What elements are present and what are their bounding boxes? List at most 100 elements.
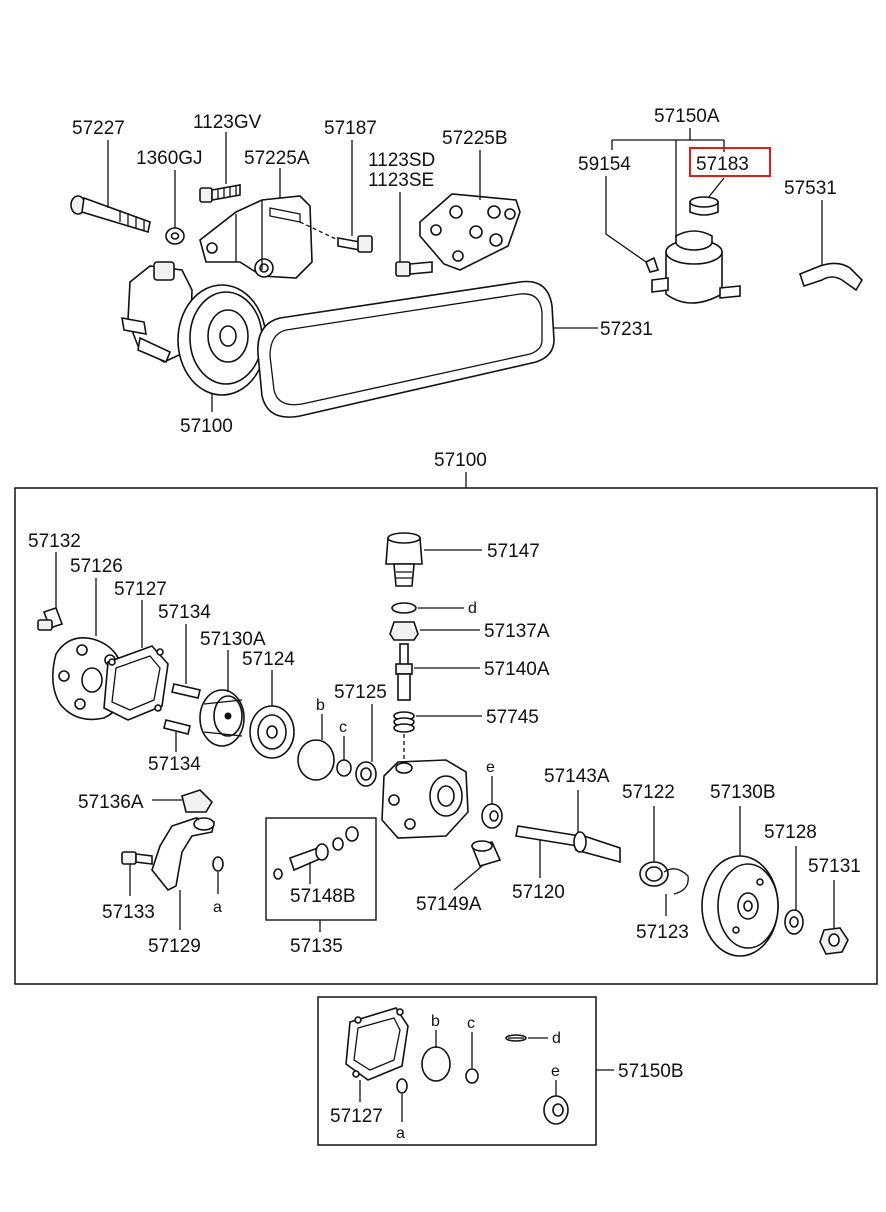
label-57745: 57745 (486, 707, 539, 728)
label-57150a: 57150A (654, 106, 720, 127)
label-57183: 57183 (696, 154, 749, 175)
label-57130a: 57130A (200, 629, 266, 650)
label-57187: 57187 (324, 118, 377, 139)
label-57140a: 57140A (484, 659, 550, 680)
leader-57149a (453, 865, 483, 891)
label-59154: 59154 (578, 154, 631, 175)
kit-o-ring-c-part (465, 1068, 479, 1084)
snap-ring-57122-part (639, 861, 669, 887)
label-57225b: 57225B (442, 128, 508, 149)
bolt-57187-part (337, 235, 373, 253)
bushing-57149a-part (470, 840, 502, 867)
hose-57531-part (799, 262, 864, 292)
label-kit-d: d (552, 1030, 561, 1047)
belt-57231-part (257, 280, 555, 418)
kit-57150b-frame (317, 996, 597, 1146)
label-d: d (468, 600, 477, 617)
bolt-1123sd-part (395, 261, 433, 277)
label-c: c (339, 719, 347, 736)
shaft-57120-part (515, 825, 621, 864)
label-57150b: 57150B (618, 1061, 684, 1082)
label-a: a (213, 899, 222, 916)
label-57124: 57124 (242, 649, 295, 670)
label-57143a: 57143A (544, 766, 610, 787)
bolt-57133-part (121, 851, 153, 865)
cam-ring-57130a-part (199, 689, 245, 747)
label-57134-bottom: 57134 (148, 754, 201, 775)
label-57134-top: 57134 (158, 602, 211, 623)
washer-1360gj-part (165, 227, 185, 245)
spring-57745-part (393, 711, 415, 733)
clip-59154-part (644, 256, 660, 273)
kit-gasket-57127-part (345, 1007, 409, 1081)
label-57129: 57129 (148, 936, 201, 957)
label-b: b (316, 697, 325, 714)
label-57531: 57531 (784, 178, 837, 199)
label-kit-57127: 57127 (330, 1106, 383, 1127)
assembly-frame (14, 487, 878, 985)
pin-57134-part (163, 683, 201, 735)
pulley-57130b-part (701, 855, 779, 957)
o-ring-c-part (336, 759, 352, 777)
label-57132: 57132 (28, 531, 81, 552)
label-57123: 57123 (636, 922, 689, 943)
label-57120: 57120 (512, 882, 565, 903)
kit-o-ring-a-part (396, 1078, 408, 1094)
label-1123gv: 1123GV (193, 112, 262, 133)
o-ring-b-part (297, 739, 335, 781)
label-57148b: 57148B (290, 886, 356, 907)
label-57225a: 57225A (244, 148, 310, 169)
snap-ring-57123-part (663, 868, 689, 895)
label-kit-c: c (467, 1015, 475, 1032)
rotor-57124-part (249, 705, 295, 759)
cap-57183-part (689, 196, 719, 216)
kit-o-ring-b-part (421, 1046, 451, 1082)
label-e: e (486, 759, 495, 776)
assembly-title: 57100 (434, 450, 487, 471)
label-1360gj: 1360GJ (136, 148, 203, 169)
seal-57125-part (355, 761, 377, 787)
label-57149a: 57149A (416, 894, 482, 915)
washer-57128-part (784, 909, 804, 935)
leader-59154 (605, 176, 647, 263)
pipe-57129-part (151, 817, 215, 892)
gasket-57127-part (103, 645, 169, 721)
label-57227: 57227 (72, 118, 125, 139)
bolt-1123gv-part (199, 184, 241, 203)
label-kit-b: b (431, 1013, 440, 1030)
pump-57100-part (121, 261, 267, 396)
valve-57140a-part (395, 643, 413, 701)
kit-seal-e-part (543, 1095, 569, 1125)
label-57136a: 57136A (78, 792, 144, 813)
label-57130b: 57130B (710, 782, 776, 803)
label-57125: 57125 (334, 682, 387, 703)
bracket-57225a-part (199, 195, 313, 279)
connector-57147-part (385, 532, 423, 587)
label-kit-e: e (551, 1063, 560, 1080)
label-kit-a: a (396, 1125, 405, 1142)
highlight-box-57183 (689, 147, 771, 177)
o-ring-a-part (212, 856, 224, 872)
label-57147: 57147 (487, 541, 540, 562)
kit-part-d (505, 1034, 527, 1042)
o-ring-d-part (391, 602, 417, 614)
label-57135: 57135 (290, 936, 343, 957)
label-57231: 57231 (600, 319, 653, 340)
valve-57148b-part (273, 826, 359, 880)
label-57133: 57133 (102, 902, 155, 923)
bolt-57227-part (70, 195, 151, 234)
reservoir-57150a-part (651, 230, 741, 304)
leader-57183 (707, 177, 725, 199)
label-57100-top: 57100 (180, 416, 233, 437)
seal-e-part (481, 803, 503, 829)
pump-body-part (381, 759, 469, 839)
label-1123sd: 1123SD (368, 150, 435, 171)
label-57137a: 57137A (484, 621, 550, 642)
bolt-57132-part (37, 606, 64, 631)
nut-57131-part (819, 927, 849, 955)
label-57131: 57131 (808, 856, 861, 877)
subassembly-57135-frame (265, 817, 377, 921)
label-57122: 57122 (622, 782, 675, 803)
dash-line-57187 (299, 221, 339, 241)
nut-57137a-part (389, 621, 419, 641)
